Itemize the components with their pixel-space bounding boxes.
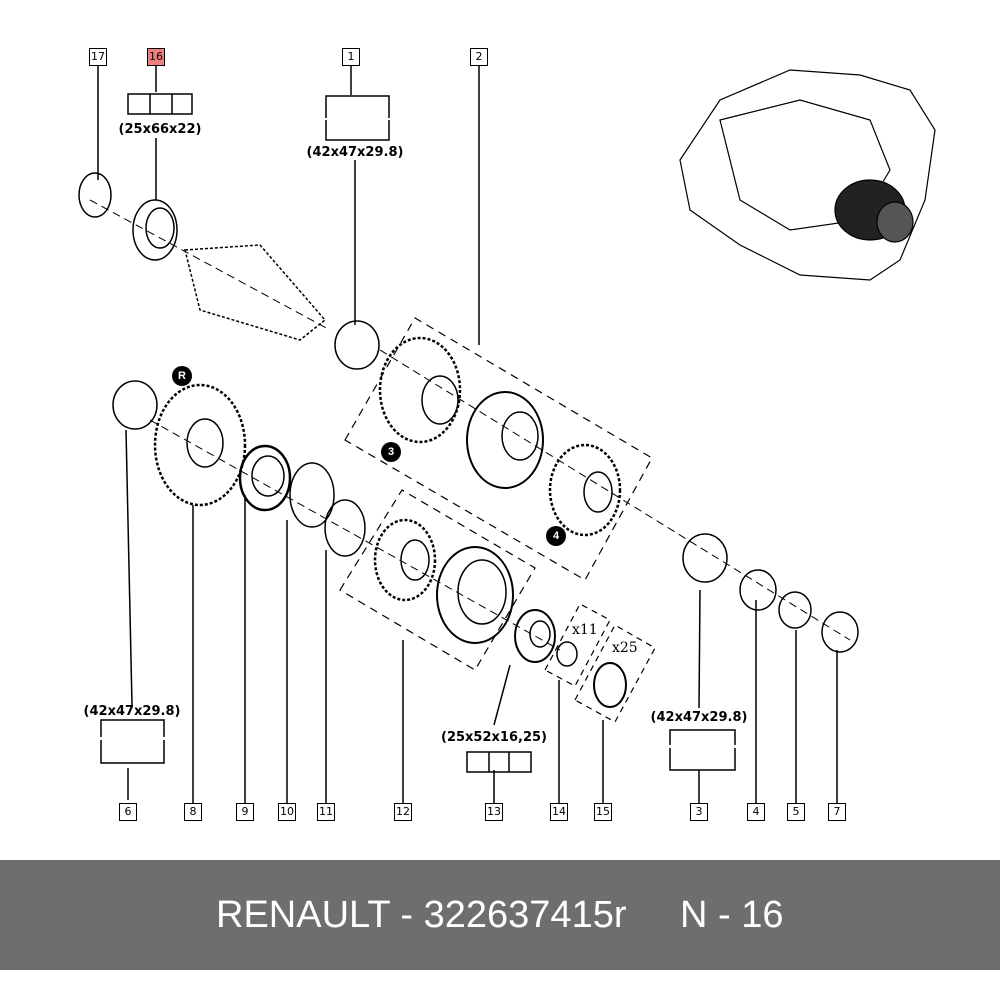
marker-reverse: R [172, 366, 192, 386]
dimension-13: (25x52x16,25) [441, 730, 547, 745]
callout-7[interactable]: 7 [828, 803, 846, 821]
callout-11[interactable]: 11 [317, 803, 335, 821]
ball-bearing-symbol [127, 93, 532, 773]
callout-3[interactable]: 3 [690, 803, 708, 821]
callout-14[interactable]: 14 [550, 803, 568, 821]
part-number: RENAULT - 322637415r [216, 894, 627, 936]
exploded-gearbox-diagram [78, 66, 936, 804]
quantity-14: x11 [572, 622, 598, 638]
callout-4[interactable]: 4 [747, 803, 765, 821]
marker-gear-3: 3 [381, 442, 401, 462]
callout-6[interactable]: 6 [119, 803, 137, 821]
callout-12[interactable]: 12 [394, 803, 412, 821]
gearbox-housing-illustration [679, 69, 936, 281]
callout-17[interactable]: 17 [89, 48, 107, 66]
dimension-1: (42x47x29.8) [306, 145, 404, 160]
callout-9[interactable]: 9 [236, 803, 254, 821]
quantity-15: x25 [612, 640, 638, 656]
callout-13[interactable]: 13 [485, 803, 503, 821]
dimension-3: (42x47x29.8) [650, 710, 748, 725]
dimension-16: (25x66x22) [118, 122, 202, 137]
footer-banner: RENAULT - 322637415r N - 16 [0, 860, 1000, 970]
callout-2[interactable]: 2 [470, 48, 488, 66]
callout-1[interactable]: 1 [342, 48, 360, 66]
diagram-position: N - 16 [680, 894, 784, 936]
callout-16[interactable]: 16 [147, 48, 165, 66]
callout-5[interactable]: 5 [787, 803, 805, 821]
callout-8[interactable]: 8 [184, 803, 202, 821]
callout-10[interactable]: 10 [278, 803, 296, 821]
needle-bearing-symbol [100, 95, 736, 771]
dimension-6: (42x47x29.8) [83, 704, 181, 719]
callout-15[interactable]: 15 [594, 803, 612, 821]
marker-gear-4: 4 [546, 526, 566, 546]
